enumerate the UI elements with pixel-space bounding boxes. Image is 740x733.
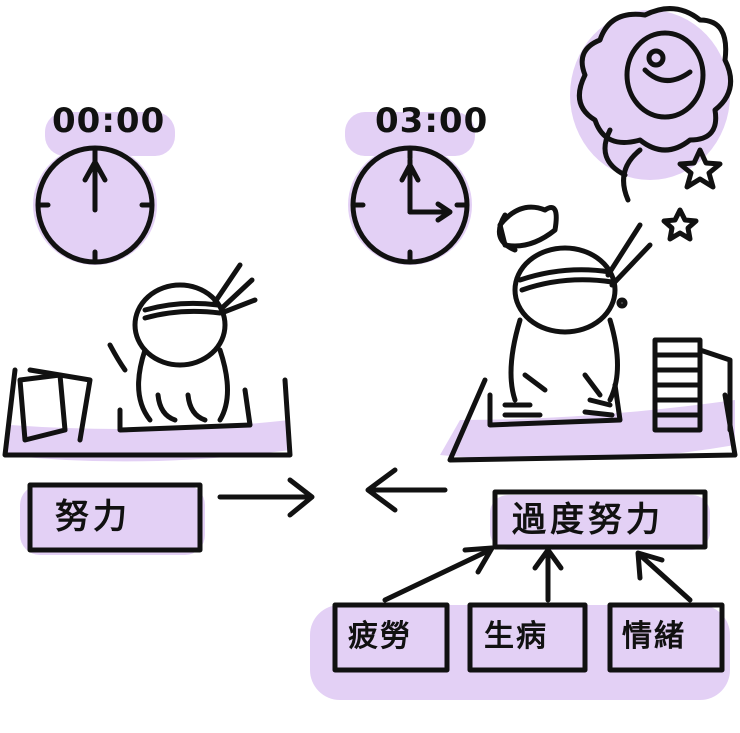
left-label-highlight bbox=[20, 485, 205, 555]
left-desk bbox=[2, 342, 293, 458]
arrow-cause-3 bbox=[637, 552, 693, 603]
cause-box-1 bbox=[332, 602, 450, 673]
left-desk-highlight bbox=[5, 420, 290, 462]
right-label-highlight bbox=[490, 495, 710, 550]
causes-highlight bbox=[310, 605, 730, 700]
right-label: 過度努力 bbox=[512, 500, 664, 540]
star-icon bbox=[677, 147, 723, 190]
left-label-box bbox=[27, 482, 203, 553]
right-time: 03:00 bbox=[375, 101, 489, 141]
left-label: 努力 bbox=[55, 497, 131, 537]
left-time: 00:00 bbox=[52, 101, 166, 141]
cause-box-2 bbox=[467, 602, 588, 673]
right-student bbox=[496, 204, 653, 403]
star-icon bbox=[661, 207, 699, 242]
arrow-cause-1 bbox=[382, 547, 493, 603]
left-clock-hand-tip bbox=[82, 159, 108, 183]
left-student bbox=[132, 262, 258, 423]
cause-3-label: 情緒 bbox=[622, 619, 686, 654]
cause-1-label: 疲勞 bbox=[348, 619, 412, 654]
left-time-highlight bbox=[45, 112, 175, 156]
right-time-highlight bbox=[345, 112, 475, 156]
cause-2-label: 生病 bbox=[484, 619, 548, 654]
thought-cloud bbox=[576, 6, 734, 203]
right-label-box bbox=[492, 489, 708, 550]
cause-box-3 bbox=[607, 602, 725, 673]
right-desk bbox=[447, 337, 738, 463]
